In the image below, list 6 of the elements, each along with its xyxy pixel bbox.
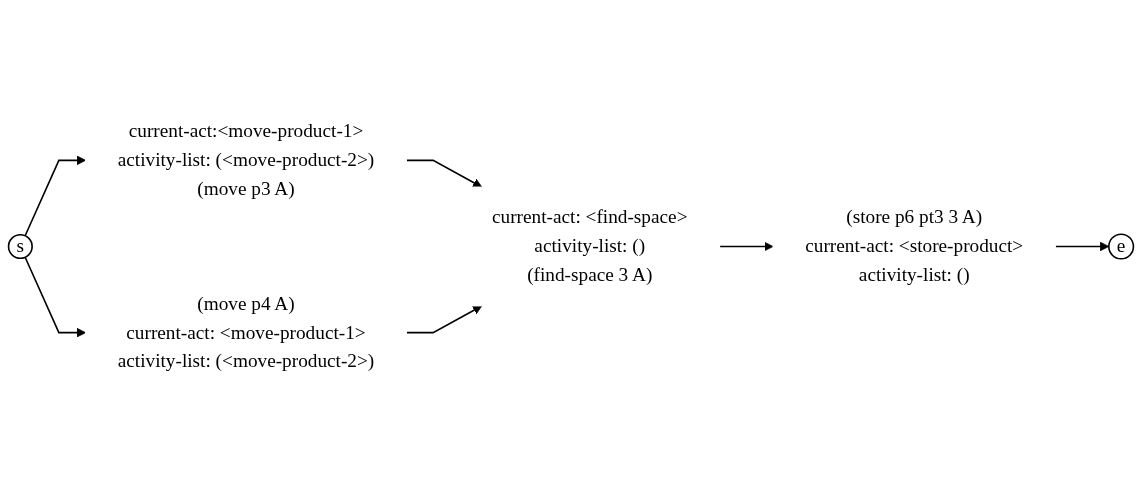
node-circle <box>1108 233 1135 260</box>
node-text: (move p4 A) current-act: <move-product-1> activity-list: (<move-product-2>) <box>117 292 375 372</box>
node-text: (store p6 pt3 3 A) current-act: <store-product> activity-list: () <box>805 206 1024 286</box>
node-text: current-act: <find-space> activity-list: () (find-space 3 A) <box>491 206 688 286</box>
node-text: current-act:<move-product-1> activity-list: (<move-product-2>) (move p3 A) <box>117 120 375 200</box>
node-circle <box>7 233 33 260</box>
